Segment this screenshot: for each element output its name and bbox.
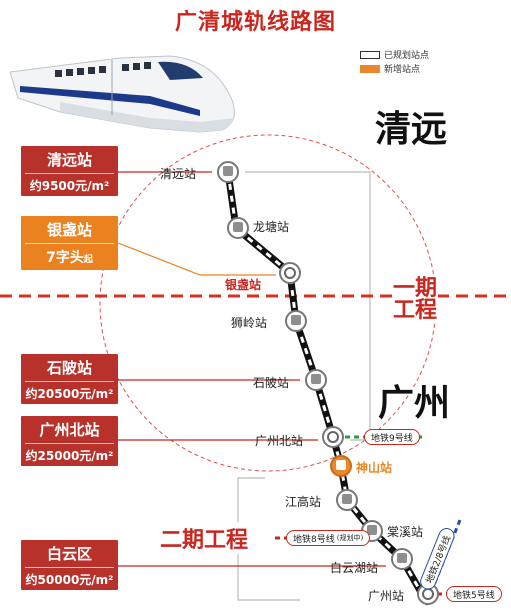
metro-tag-line8: 地铁8号线 (规划中) [286, 530, 371, 546]
phase1-bracket [245, 171, 371, 441]
price-box-guangzhou-north-price: 约25000元/m² [25, 449, 114, 463]
price-box-guangzhou-north-name: 广州北站 [39, 421, 100, 439]
station-marker-yinzhan [279, 262, 301, 284]
station-marker-shiling2 [305, 369, 327, 391]
price-box-guangzhou-north: 广州北站 约25000元/m² [21, 416, 118, 466]
metro-tag-line8-note: (规划中) [336, 534, 364, 542]
price-box-baiyun-price: 约50000元/m² [25, 573, 114, 587]
metro-tag-line5-text: 地铁5号线 [453, 590, 495, 601]
legend-new-swatch [360, 64, 380, 73]
station-marker-longtang [227, 217, 249, 239]
station-marker-jianggao [336, 489, 358, 511]
station-label-tangxi: 棠溪站 [387, 525, 424, 539]
metro-tag-line8-text: 地铁8号线 [293, 534, 335, 545]
station-label-yinzhan: 银盏站 [225, 278, 262, 292]
price-box-baiyun-name: 白云区 [46, 545, 92, 563]
station-label-shenshan: 神山站 [356, 461, 393, 475]
price-box-qingyuan: 清远站 约9500元/m² [21, 146, 118, 196]
legend-new: 新增站点 [360, 62, 429, 75]
station-label-shiling: 狮岭站 [231, 316, 268, 330]
station-label-guangzhou-north: 广州北站 [255, 434, 304, 448]
price-box-shiling2: 石陂站 约20500元/m² [21, 354, 118, 404]
train-graphic [9, 55, 235, 133]
station-marker-qingyuan [217, 161, 239, 183]
station-label-longtang: 龙塘站 [253, 220, 290, 234]
station-label-jianggao: 江高站 [285, 495, 322, 509]
price-box-shiling2-price: 约20500元/m² [25, 387, 114, 401]
metro-tag-line9: 地铁9号线 [364, 429, 420, 445]
legend-planned-label: 已规划站点 [384, 51, 430, 61]
station-label-baiyunhu: 白云湖站 [330, 561, 379, 575]
station-marker-shiling [285, 310, 307, 332]
station-marker-baiyunhu [391, 548, 413, 570]
station-marker-guangzhou-north [322, 426, 344, 448]
price-box-baiyun: 白云区 约50000元/m² [21, 540, 118, 590]
price-box-yinzhan-name: 银盏站 [46, 221, 92, 239]
metro-tag-line9-text: 地铁9号线 [371, 433, 413, 444]
legend-planned-swatch [360, 50, 380, 59]
legend: 已规划站点 新增站点 [360, 48, 429, 75]
legend-new-label: 新增站点 [384, 65, 421, 75]
price-box-qingyuan-name: 清远站 [46, 151, 92, 169]
station-marker-shenshan [330, 455, 352, 477]
station-label-guangzhou: 广州站 [368, 589, 405, 603]
legend-planned: 已规划站点 [360, 48, 429, 61]
city-label-qingyuan: 清远 [375, 109, 448, 150]
price-box-shiling2-name: 石陂站 [46, 359, 92, 377]
price-box-yinzhan-suffix: 起 [83, 255, 93, 265]
city-label-guangzhou: 广州 [378, 383, 451, 424]
map-title: 广清城轨线路图 [174, 10, 336, 35]
price-box-qingyuan-price: 约9500元/m² [29, 179, 110, 193]
price-box-yinzhan: 银盏站 7字头起 [21, 216, 118, 270]
station-label-qingyuan: 清远站 [160, 167, 197, 181]
phase2-label: 二期工程 [160, 522, 249, 554]
station-label-shiling2: 石陂站 [253, 376, 290, 390]
price-box-yinzhan-price: 7字头 [46, 250, 84, 266]
price-leaders [117, 171, 386, 567]
metro-tag-line5: 地铁5号线 [446, 586, 502, 602]
phase1-label: 一期工程 [392, 276, 438, 323]
